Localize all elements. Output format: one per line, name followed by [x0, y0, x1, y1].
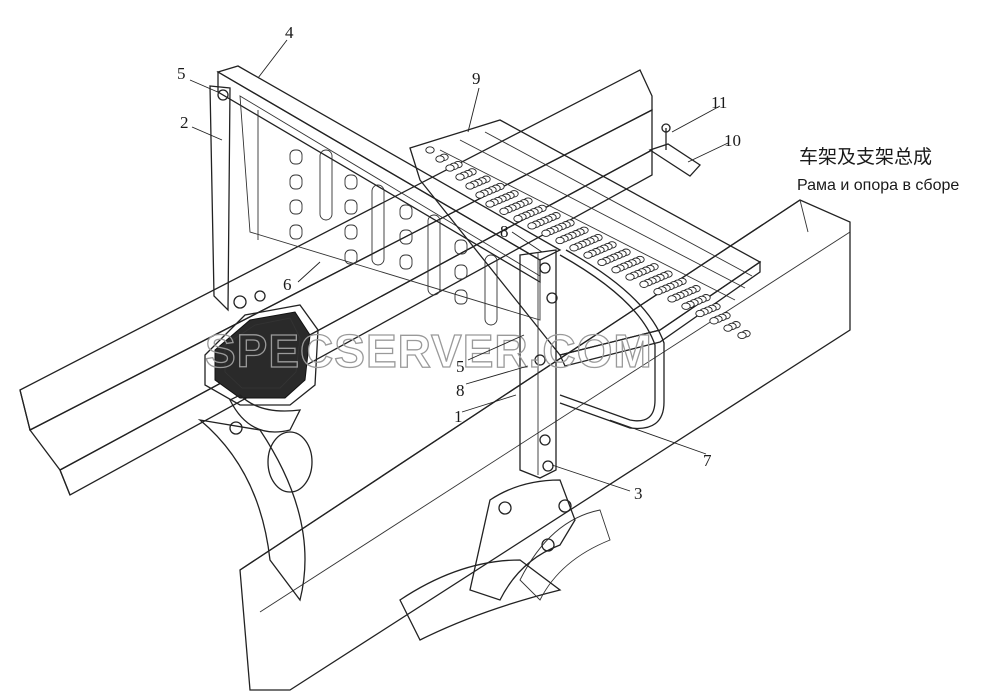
perforation-hole — [681, 302, 691, 310]
callout-7: 7 — [703, 451, 712, 470]
perforation-hole — [569, 244, 579, 252]
callout-6: 6 — [283, 275, 292, 294]
perforation-hole — [485, 200, 495, 208]
hinge-bracket — [469, 479, 576, 601]
cab-mount — [204, 290, 319, 435]
perforation-hole — [611, 266, 621, 274]
perforation-hole — [527, 222, 537, 230]
perforation-hole — [625, 273, 635, 281]
callout-11: 11 — [711, 93, 727, 112]
callout-8-mid: 8 — [456, 381, 465, 400]
perforation-hole — [475, 191, 485, 199]
callout-3: 3 — [634, 484, 643, 503]
perforation-hole — [667, 295, 677, 303]
perforation-hole — [455, 173, 465, 181]
clip-part — [648, 123, 701, 177]
title-chinese: 车架及支架总成 — [799, 146, 932, 168]
perforation-hole — [425, 146, 435, 154]
perforation-hole — [513, 214, 523, 223]
panel-slots — [289, 149, 498, 326]
leader-lines — [189, 39, 729, 492]
ladder-bracket — [519, 249, 558, 479]
perforation-hole — [583, 251, 593, 259]
frame-rail-upper — [19, 69, 653, 496]
perforation-hole — [709, 317, 719, 325]
perforation-hole — [695, 309, 705, 318]
watermark: SPECSERVER.COM — [205, 325, 653, 377]
callout-10: 10 — [724, 131, 741, 150]
perforation-hole — [737, 331, 747, 340]
callout-8-top: 8 — [500, 222, 509, 241]
callout-5-top: 5 — [177, 64, 186, 83]
callout-4: 4 — [285, 23, 294, 42]
perforation-hole — [541, 229, 551, 237]
upright-panel — [209, 65, 562, 321]
perforation-hole — [555, 236, 565, 245]
perforation-hole — [499, 207, 509, 215]
callout-5-mid: 5 — [456, 357, 465, 376]
perforation-hole — [597, 258, 607, 267]
grab-handle — [559, 249, 665, 430]
perforation-hole — [723, 324, 733, 332]
step-plate — [409, 119, 762, 367]
perforation-hole — [435, 155, 445, 163]
callout-2: 2 — [180, 113, 189, 132]
perforation-hole — [653, 287, 663, 296]
callout-9: 9 — [472, 69, 481, 88]
perforation-hole — [465, 182, 475, 190]
perforation-hole — [445, 164, 455, 172]
frame-cross-member — [197, 418, 611, 641]
perforation-hole — [639, 280, 649, 288]
step-plate-holes — [425, 146, 751, 340]
callout-1: 1 — [454, 407, 463, 426]
callout-labels: 4 5 2 6 9 11 10 8 5 8 1 7 3 — [177, 23, 741, 503]
title-russian: Рама и опора в сборе — [797, 177, 959, 194]
